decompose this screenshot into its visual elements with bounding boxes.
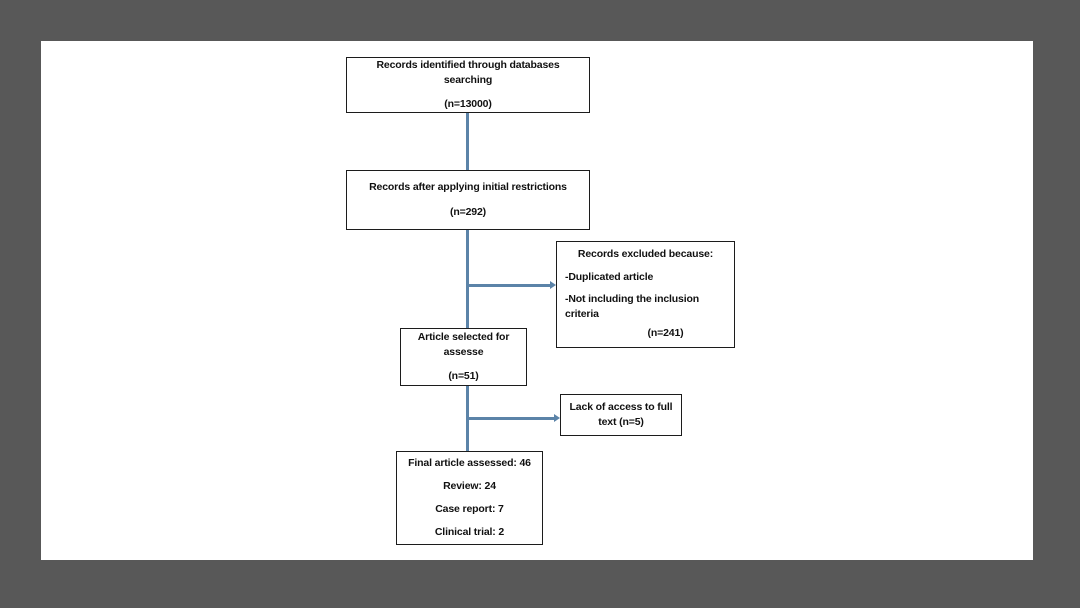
node-article-selected: Article selected for assesse (n=51) xyxy=(400,328,527,386)
records-excluded-title: Records excluded because: xyxy=(577,248,714,261)
article-selected-count: (n=51) xyxy=(448,369,479,382)
records-excluded-reason-2: -Not including the inclusion criteria xyxy=(565,292,700,321)
final-articles-review: Review: 24 xyxy=(443,479,496,492)
connector-restrictions-to-selected xyxy=(466,230,469,328)
records-identified-line1: Records identified through databases sea… xyxy=(376,59,560,87)
article-selected-line2: assesse xyxy=(443,346,484,359)
connector-branch-to-excluded xyxy=(466,284,550,287)
node-records-identified: Records identified through databases sea… xyxy=(346,57,590,113)
connector-identified-to-restrictions xyxy=(466,113,469,170)
node-records-after-restrictions: Records after applying initial restricti… xyxy=(346,170,590,230)
lack-of-access-count: text (n=5) xyxy=(598,416,644,428)
final-articles-case-report: Case report: 7 xyxy=(435,503,504,515)
records-after-restrictions-line1: Records after applying initial restricti… xyxy=(369,181,567,194)
arrowhead-to-lack-access xyxy=(554,414,560,422)
records-excluded-count: (n=241) xyxy=(647,327,684,340)
lack-of-access-line1: Lack of access to full xyxy=(569,400,673,413)
records-after-restrictions-count: (n=292) xyxy=(449,205,486,218)
node-final-articles: Final article assessed: 46 Review: 24 Ca… xyxy=(396,451,543,545)
article-selected-line1: Article selected for xyxy=(417,331,510,344)
connector-branch-to-lack-access xyxy=(466,417,554,420)
diagram-canvas: Records identified through databases sea… xyxy=(41,41,1033,560)
records-excluded-reason-1: -Duplicated article xyxy=(565,270,654,283)
arrowhead-to-excluded xyxy=(550,281,556,289)
node-lack-of-access: Lack of access to full text (n=5) xyxy=(560,394,682,436)
final-articles-clinical-trial: Clinical trial: 2 xyxy=(434,526,505,539)
node-records-excluded: Records excluded because: -Duplicated ar… xyxy=(556,241,735,348)
final-articles-total: Final article assessed: 46 xyxy=(408,456,531,469)
records-identified-count: (n=13000) xyxy=(444,97,492,110)
